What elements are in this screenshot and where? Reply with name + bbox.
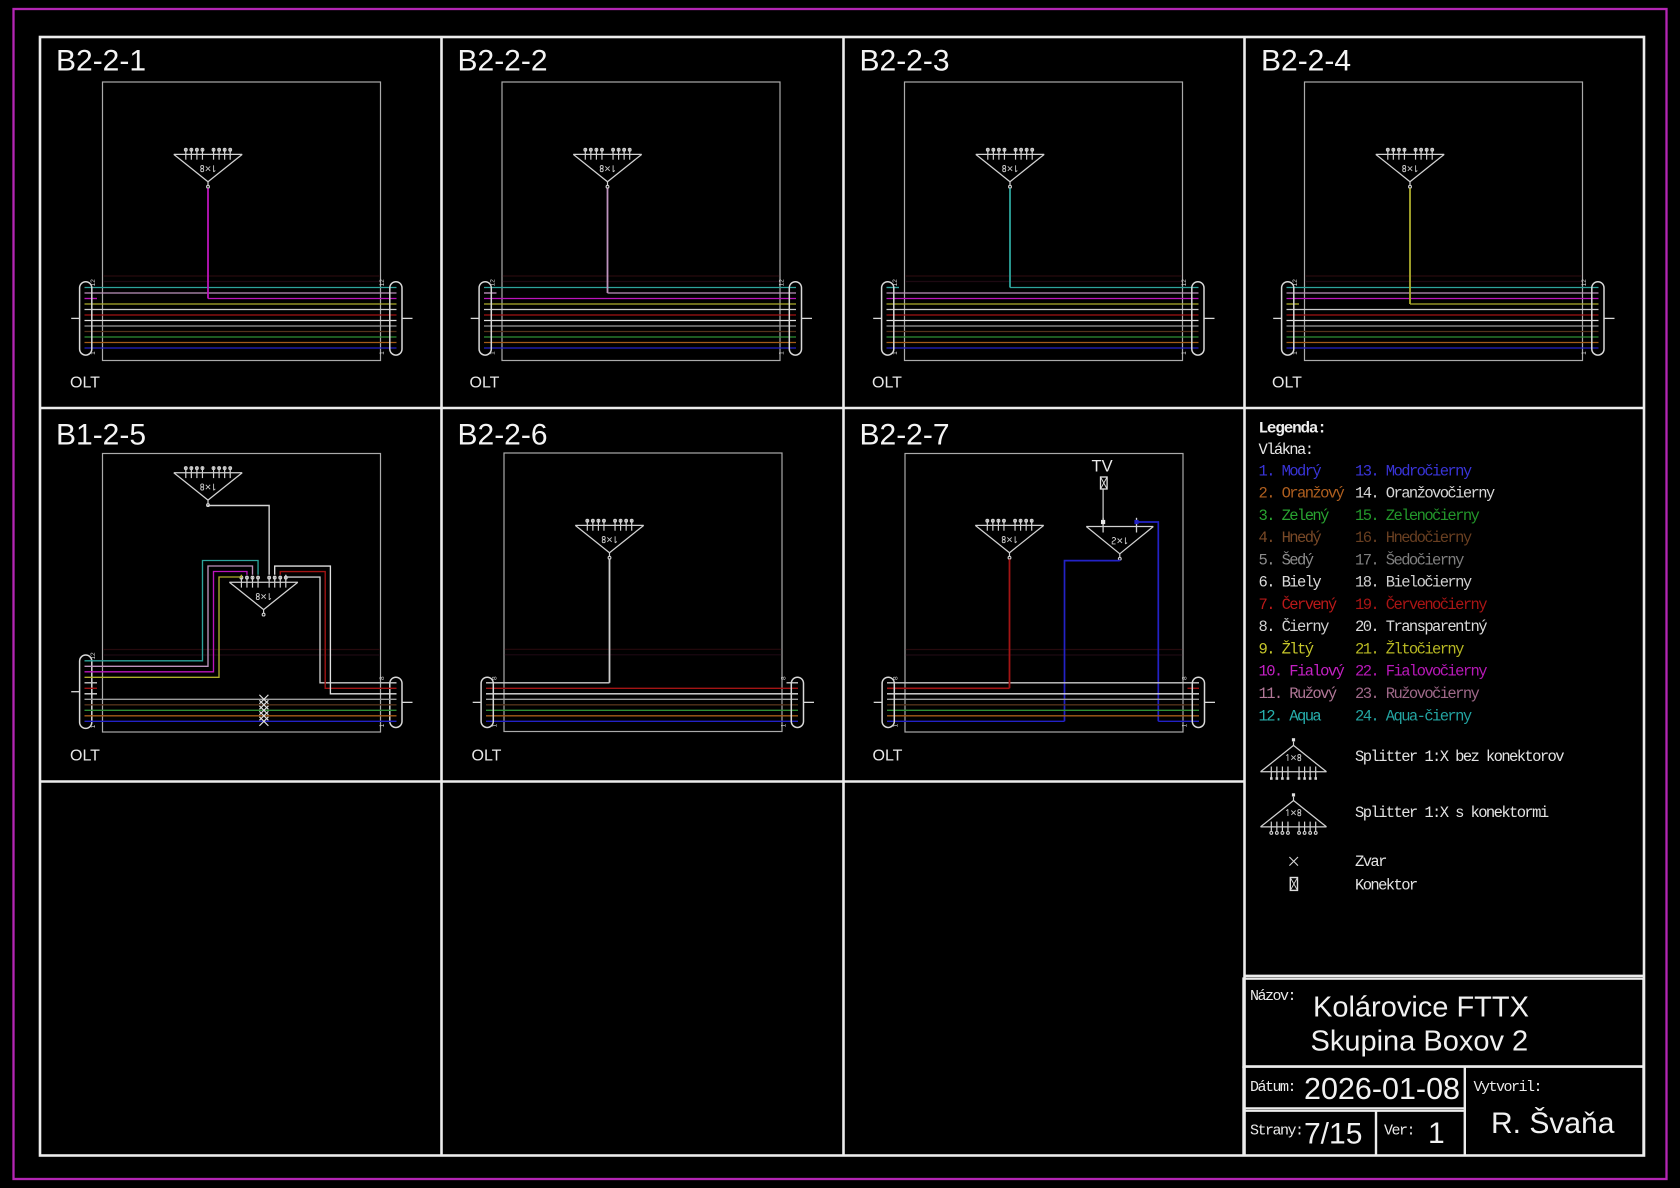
svg-text:OLT: OLT (70, 375, 100, 392)
svg-text:B1-2-5: B1-2-5 (56, 419, 146, 452)
svg-text:Splitter 1:X bez konektorov: Splitter 1:X bez konektorov (1355, 748, 1564, 766)
svg-text:B2-2-2: B2-2-2 (458, 45, 548, 78)
svg-text:Názov:: Názov: (1250, 988, 1295, 1005)
svg-text:1: 1 (780, 723, 787, 727)
svg-text:1: 1 (492, 723, 499, 727)
svg-text:1: 1 (778, 351, 785, 355)
svg-text:1: 1 (1581, 351, 1588, 355)
svg-text:B2-2-4: B2-2-4 (1261, 45, 1351, 78)
svg-text:Zvar: Zvar (1355, 853, 1386, 871)
svg-text:12: 12 (490, 279, 497, 287)
svg-text:8: 8 (492, 676, 499, 680)
svg-text:8: 8 (379, 676, 386, 680)
svg-text:7. Červený: 7. Červený (1259, 596, 1337, 614)
svg-text:Legenda:: Legenda: (1259, 420, 1326, 438)
svg-text:12. Aqua: 12. Aqua (1259, 707, 1322, 725)
svg-text:12: 12 (90, 652, 97, 660)
svg-text:Vytvoril:: Vytvoril: (1474, 1079, 1542, 1096)
svg-text:2026-01-08: 2026-01-08 (1304, 1072, 1460, 1106)
svg-text:12: 12 (1181, 279, 1188, 287)
svg-text:TV: TV (1092, 458, 1113, 476)
svg-text:8: 8 (893, 676, 900, 680)
svg-text:4. Hnedý: 4. Hnedý (1259, 529, 1322, 547)
svg-text:1: 1 (1292, 351, 1299, 355)
svg-text:Strany:: Strany: (1250, 1123, 1303, 1140)
svg-text:1: 1 (90, 724, 97, 728)
svg-text:1: 1 (893, 723, 900, 727)
svg-text:OLT: OLT (873, 748, 903, 765)
svg-text:Dátum:: Dátum: (1250, 1079, 1295, 1096)
svg-text:1: 1 (892, 351, 899, 355)
svg-text:12: 12 (892, 279, 899, 287)
svg-text:B2-2-6: B2-2-6 (458, 419, 548, 452)
svg-text:1: 1 (1181, 351, 1188, 355)
svg-text:1: 1 (379, 351, 386, 355)
svg-text:8: 8 (780, 676, 787, 680)
svg-text:12: 12 (1292, 279, 1299, 287)
svg-text:7/15: 7/15 (1304, 1118, 1362, 1151)
svg-text:OLT: OLT (70, 748, 100, 765)
svg-text:1: 1 (379, 723, 386, 727)
svg-text:B2-2-3: B2-2-3 (860, 45, 950, 78)
svg-text:1: 1 (1428, 1117, 1445, 1150)
svg-text:12: 12 (379, 279, 386, 287)
svg-text:R. Švaňa: R. Švaňa (1491, 1106, 1615, 1140)
svg-text:1: 1 (90, 351, 97, 355)
svg-text:OLT: OLT (872, 375, 902, 392)
svg-text:15. Zelenočierny: 15. Zelenočierny (1355, 507, 1480, 525)
svg-text:10. Fialový: 10. Fialový (1259, 663, 1345, 681)
svg-text:11. Ružový: 11. Ružový (1259, 685, 1337, 703)
svg-text:Ver:: Ver: (1384, 1123, 1414, 1140)
svg-text:22. Fialovočierny: 22. Fialovočierny (1355, 663, 1487, 681)
svg-text:2. Oranžový: 2. Oranžový (1259, 485, 1345, 503)
svg-text:OLT: OLT (470, 375, 500, 392)
svg-text:18. Bieločierny: 18. Bieločierny (1355, 574, 1472, 592)
svg-text:Kolárovice FTTX: Kolárovice FTTX (1313, 992, 1529, 1024)
svg-text:Skupina Boxov 2: Skupina Boxov 2 (1311, 1026, 1529, 1058)
svg-text:20. Transparentný: 20. Transparentný (1355, 618, 1487, 636)
svg-text:14. Oranžovočierny: 14. Oranžovočierny (1355, 485, 1495, 503)
svg-text:24. Aqua-čierny: 24. Aqua-čierny (1355, 707, 1472, 725)
svg-text:19. Červenočierny: 19. Červenočierny (1355, 596, 1487, 614)
svg-text:1. Modrý: 1. Modrý (1259, 462, 1322, 480)
svg-text:13. Modročierny: 13. Modročierny (1355, 462, 1472, 480)
svg-text:23. Ružovočierny: 23. Ružovočierny (1355, 685, 1480, 703)
svg-text:Splitter 1:X s konektormi: Splitter 1:X s konektormi (1355, 804, 1549, 822)
svg-text:12: 12 (90, 279, 97, 287)
svg-text:OLT: OLT (472, 748, 502, 765)
svg-text:B2-2-1: B2-2-1 (56, 45, 146, 78)
svg-text:12: 12 (778, 279, 785, 287)
svg-text:1: 1 (1181, 723, 1188, 727)
svg-text:6. Biely: 6. Biely (1259, 574, 1322, 592)
svg-text:1: 1 (490, 351, 497, 355)
svg-text:Vlákna:: Vlákna: (1259, 441, 1313, 459)
svg-text:Konektor: Konektor (1355, 877, 1417, 895)
svg-text:5. Šedý: 5. Šedý (1259, 551, 1314, 569)
svg-text:16. Hnedočierny: 16. Hnedočierny (1355, 529, 1472, 547)
svg-text:8. Čierny: 8. Čierny (1259, 618, 1330, 636)
svg-text:9. Žltý: 9. Žltý (1259, 640, 1314, 658)
svg-text:12: 12 (1581, 279, 1588, 287)
svg-text:8: 8 (1181, 676, 1188, 680)
svg-text:OLT: OLT (1272, 375, 1302, 392)
svg-text:3. Zelený: 3. Zelený (1259, 507, 1330, 525)
svg-text:B2-2-7: B2-2-7 (860, 419, 950, 452)
svg-text:17. Šedočierny: 17. Šedočierny (1355, 551, 1464, 569)
svg-text:21. Žltočierny: 21. Žltočierny (1355, 640, 1464, 658)
